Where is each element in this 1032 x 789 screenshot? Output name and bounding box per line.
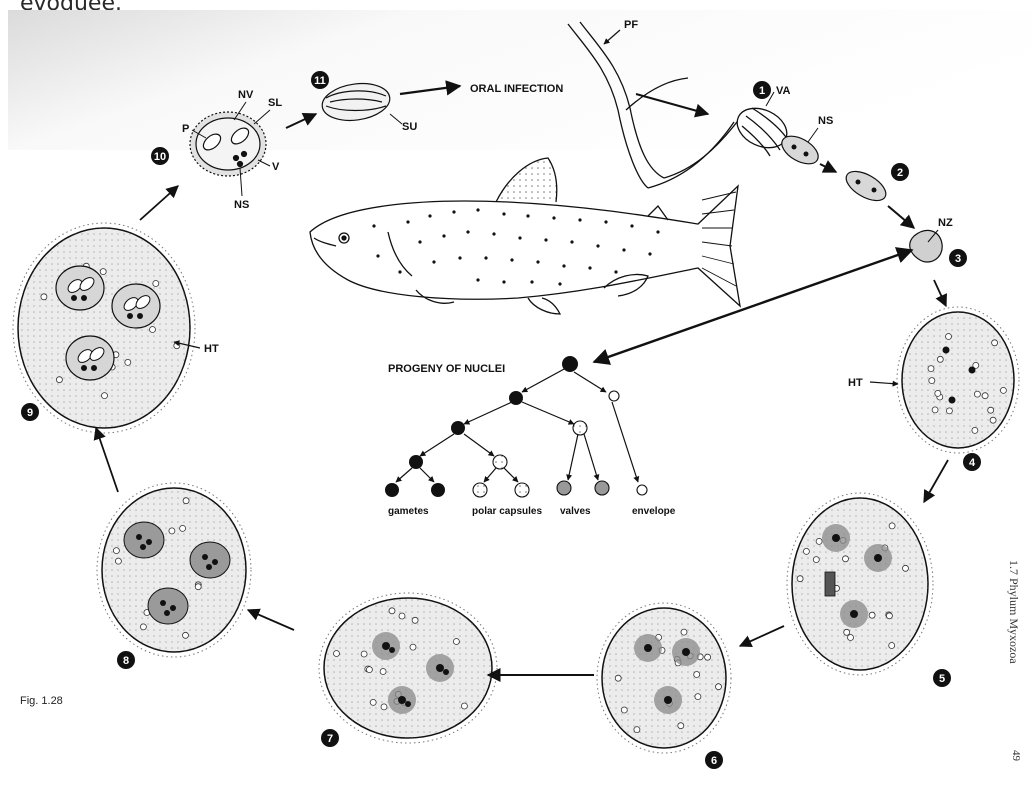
label-gametes: gametes: [388, 506, 429, 517]
stage-5-marker: 5: [933, 669, 951, 687]
label-v: V: [272, 161, 280, 173]
stage-6-number: 6: [711, 755, 717, 767]
label-ht-right: HT: [848, 377, 863, 389]
stage-4-marker: 4: [963, 453, 981, 471]
stage-1-number: 1: [759, 85, 765, 97]
label-nz: NZ: [938, 217, 953, 229]
label-pf: PF: [624, 19, 638, 31]
label-p: P: [182, 123, 189, 135]
label-nv: NV: [238, 89, 254, 101]
label-su: SU: [402, 121, 417, 133]
stage-7-marker: 7: [321, 729, 339, 747]
stage-11-number: 11: [314, 75, 326, 87]
label-envelope: envelope: [632, 506, 676, 517]
label-sl: SL: [268, 97, 282, 109]
stage-6-marker: 6: [705, 751, 723, 769]
scan-shading: [8, 10, 1032, 150]
progeny-title: PROGENY OF NUCLEI: [388, 363, 505, 375]
label-ns-top: NS: [818, 115, 833, 127]
label-ht-left: HT: [204, 343, 219, 355]
figure-label: Fig. 1.28: [20, 695, 63, 707]
label-ns-left: NS: [234, 199, 249, 211]
stage-9-marker: 9: [21, 403, 39, 421]
page-number: 49: [1010, 750, 1022, 761]
label-oral-infection: ORAL INFECTION: [470, 83, 563, 95]
stage-8-marker: 8: [117, 651, 135, 669]
stage-5-number: 5: [939, 673, 945, 685]
stage-8-number: 8: [123, 655, 129, 667]
label-va: VA: [776, 85, 791, 97]
label-valves: valves: [560, 506, 591, 517]
stage-2-number: 2: [897, 167, 903, 179]
stage-3-number: 3: [955, 253, 961, 265]
label-polar-capsules: polar capsules: [472, 506, 542, 517]
stage-10-number: 10: [154, 151, 166, 163]
stage-4-number: 4: [969, 457, 976, 469]
life-cycle-diagram: PF 1 VA NS 2 NZ 3: [8, 10, 1032, 789]
stage-9-number: 9: [27, 407, 33, 419]
stage-10-spore: [190, 112, 266, 176]
side-caption: 1.7 Phylum Myxozoa: [1006, 560, 1021, 664]
stage-7-number: 7: [327, 733, 333, 745]
